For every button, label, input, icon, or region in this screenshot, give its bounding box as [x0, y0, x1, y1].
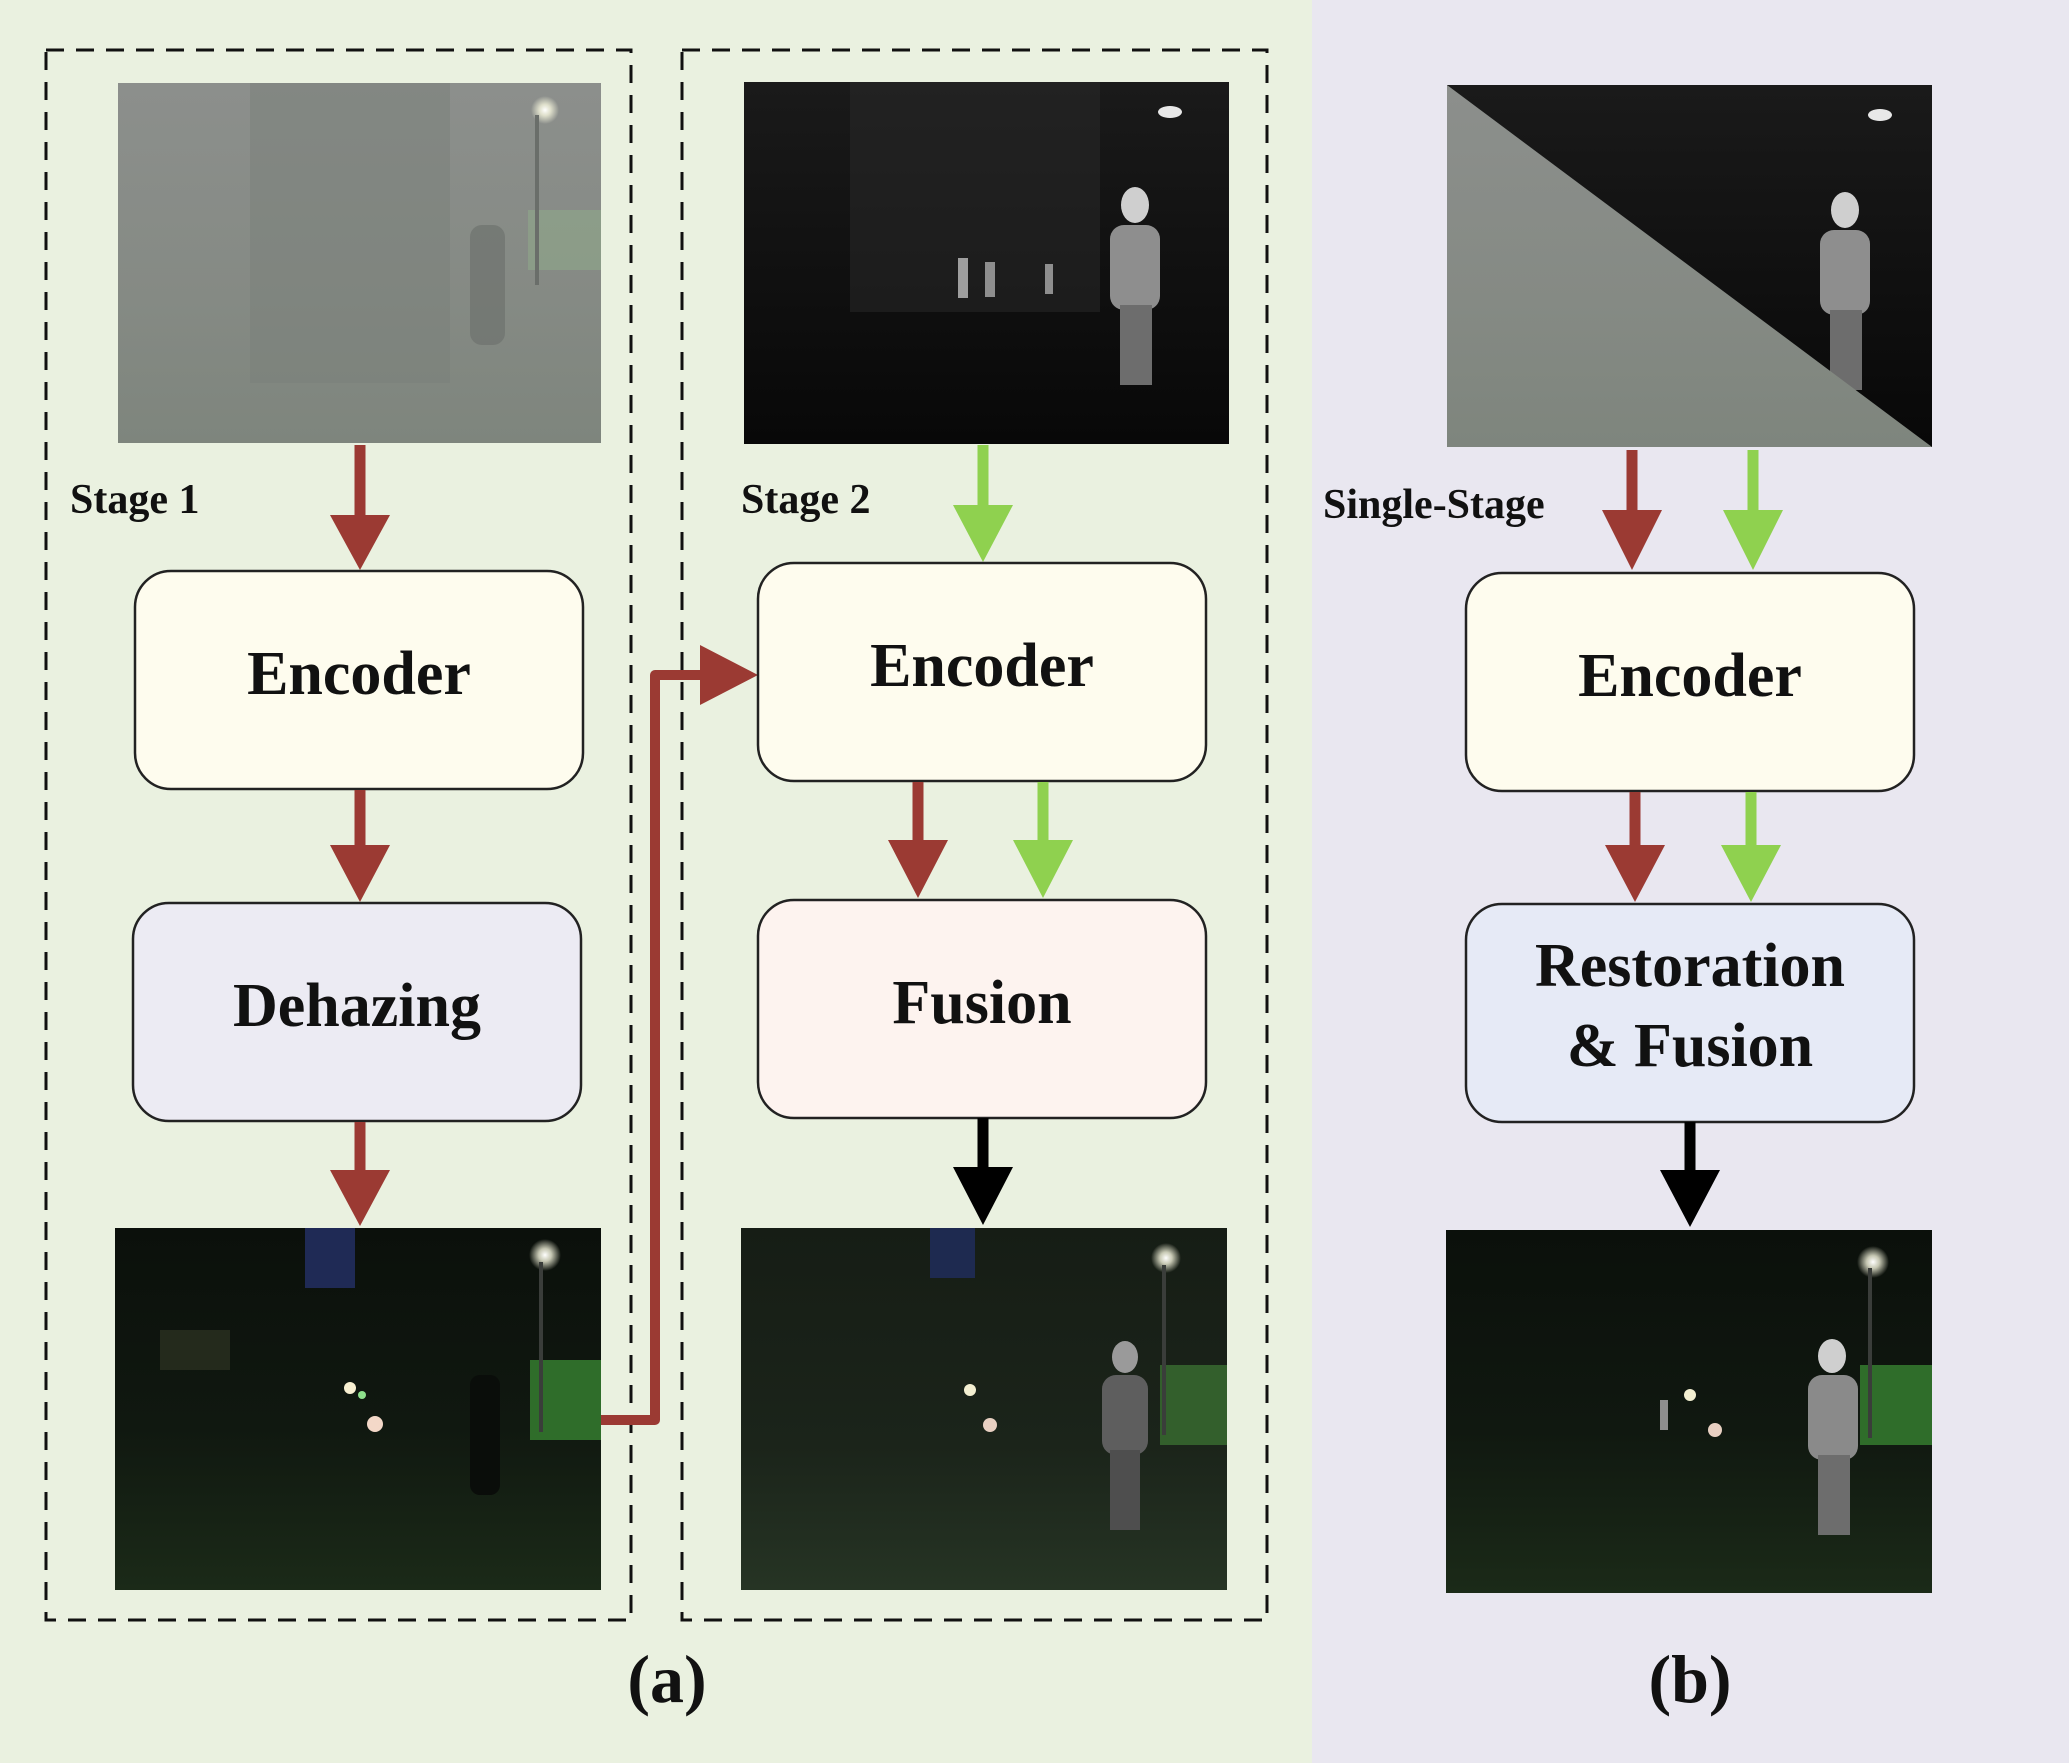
stage2-encoder-box — [756, 561, 1208, 783]
arrow-dehazing-to-output — [330, 1122, 390, 1226]
infrared-arrow-to-restoration — [1721, 792, 1781, 902]
connector-stage1-to-stage2-encoder — [601, 645, 758, 1425]
hazy-visible-input-image — [118, 83, 601, 443]
single-stage-encoder-box — [1464, 571, 1916, 793]
dehazing-label: Dehazing — [233, 972, 481, 1040]
infrared-arrow-to-stage2-encoder — [953, 445, 1013, 562]
fusion-label: Fusion — [892, 969, 1071, 1037]
panel-a-caption: (a) — [627, 1641, 706, 1717]
single-stage-fused-output-image — [1446, 1230, 1932, 1593]
stage1-encoder-label: Encoder — [247, 640, 471, 708]
restoration-fusion-label-line1: Restoration — [1535, 932, 1845, 1000]
output-arrow-stage2 — [953, 1118, 1013, 1225]
panel-b-caption: (b) — [1648, 1641, 1731, 1717]
combined-visible-infrared-input-image — [1447, 85, 1932, 447]
restoration-fusion-label-line2: & Fusion — [1567, 1012, 1813, 1080]
visible-arrow-to-stage1-encoder — [330, 445, 390, 570]
stage2-encoder-label: Encoder — [870, 632, 1094, 700]
dehazing-box — [131, 901, 583, 1123]
infrared-input-image — [744, 82, 1229, 444]
infrared-arrow-to-fusion — [1013, 782, 1073, 898]
visible-arrow-to-restoration — [1605, 792, 1665, 902]
output-arrow-single-stage — [1660, 1122, 1720, 1227]
single-stage-encoder-label: Encoder — [1578, 642, 1802, 710]
arrow-encoder-to-dehazing — [330, 790, 390, 902]
stage-2-label: Stage 2 — [741, 477, 871, 523]
stage-1-label: Stage 1 — [70, 477, 200, 523]
stage-2-dashed-box — [680, 48, 1269, 1622]
single-stage-label: Single-Stage — [1323, 482, 1545, 528]
stage-1-dashed-box — [44, 48, 633, 1622]
infrared-arrow-to-single-stage-encoder — [1723, 450, 1783, 570]
visible-arrow-to-single-stage-encoder — [1602, 450, 1662, 570]
stage1-encoder-box — [133, 569, 585, 791]
visible-arrow-to-fusion — [888, 782, 948, 898]
dehazed-visible-image — [115, 1228, 601, 1590]
stage2-fused-output-image — [741, 1228, 1227, 1590]
